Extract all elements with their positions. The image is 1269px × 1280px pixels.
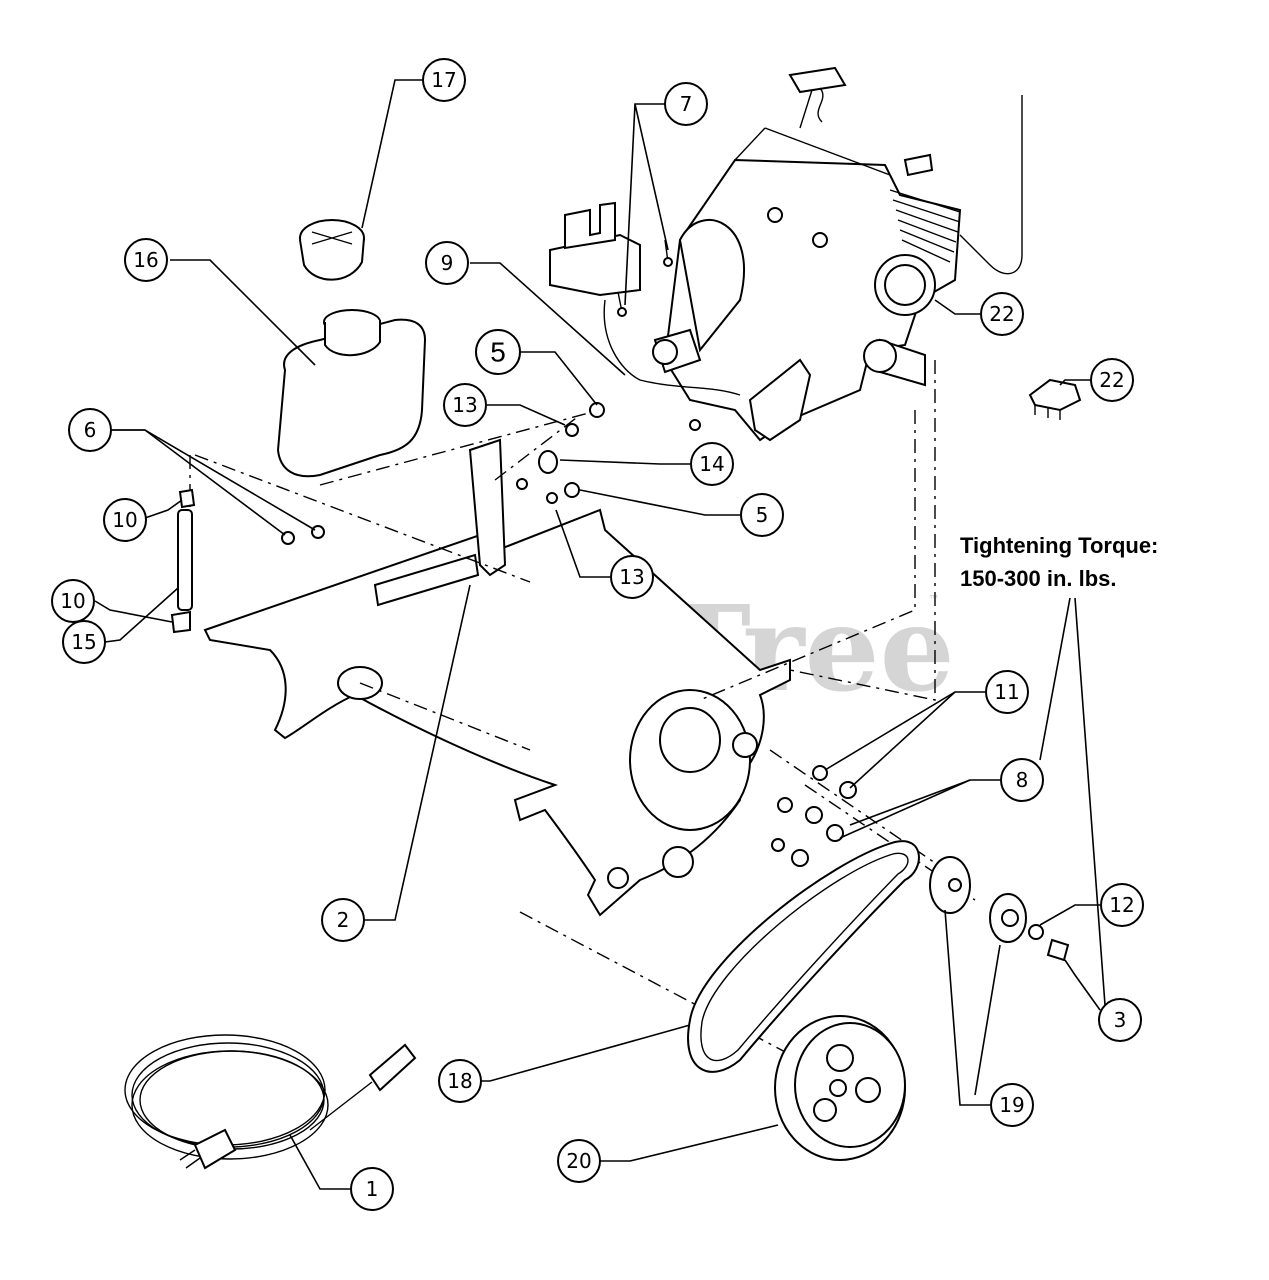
- callout-16[interactable]: 16: [124, 238, 168, 282]
- callout-label: 20: [566, 1149, 591, 1173]
- callout-3[interactable]: 3: [1098, 998, 1142, 1042]
- callout-10-top[interactable]: 10: [103, 498, 147, 542]
- callout-10-bottom[interactable]: 10: [51, 579, 95, 623]
- callout-label: 12: [1109, 893, 1134, 917]
- spark-plug-boot: [1028, 378, 1082, 420]
- engine-assembly: [549, 66, 1023, 442]
- callout-14[interactable]: 14: [690, 442, 734, 486]
- callout-5-bottom[interactable]: 5: [740, 493, 784, 537]
- extension-cord: [124, 1034, 417, 1170]
- callout-22-engine[interactable]: 22: [980, 292, 1024, 336]
- engine-pulley: [929, 856, 1070, 962]
- callout-label: 10: [112, 508, 137, 532]
- callout-label: 3: [1114, 1008, 1127, 1032]
- callout-label: 14: [699, 452, 724, 476]
- callout-label: 22: [989, 302, 1014, 326]
- callout-5-top[interactable]: 5: [475, 329, 521, 375]
- hardware: [281, 402, 857, 867]
- callout-19[interactable]: 19: [990, 1083, 1034, 1127]
- callout-8[interactable]: 8: [1000, 758, 1044, 802]
- callout-label: 8: [1016, 768, 1029, 792]
- fuel-cap: [299, 219, 365, 281]
- callout-7[interactable]: 7: [664, 82, 708, 126]
- fuel-tank: [276, 309, 427, 478]
- fuel-line: [170, 488, 196, 634]
- callout-label: 6: [84, 418, 97, 442]
- callout-label: 18: [447, 1069, 472, 1093]
- callout-label: 13: [619, 565, 644, 589]
- callout-label: 16: [133, 248, 158, 272]
- callout-label: 1: [366, 1177, 379, 1201]
- torque-note-value: 150-300 in. lbs.: [960, 566, 1117, 591]
- callout-18[interactable]: 18: [438, 1059, 482, 1103]
- callout-6[interactable]: 6: [68, 408, 112, 452]
- callout-label: 7: [680, 92, 693, 116]
- callout-1[interactable]: 1: [350, 1167, 394, 1211]
- callout-label: 15: [71, 630, 96, 654]
- callout-label: 17: [431, 68, 456, 92]
- callout-label: 10: [60, 589, 85, 613]
- callout-15[interactable]: 15: [62, 620, 106, 664]
- drive-belt: [687, 840, 920, 1073]
- callout-label: 5: [756, 503, 769, 527]
- frame-panel: [203, 438, 791, 917]
- callout-22-boot[interactable]: 22: [1090, 358, 1134, 402]
- callout-2[interactable]: 2: [321, 898, 365, 942]
- callout-label: 5: [490, 337, 506, 368]
- callout-label: 19: [999, 1093, 1024, 1117]
- callout-17[interactable]: 17: [422, 58, 466, 102]
- watermark-trademark: ™: [928, 593, 940, 607]
- callout-label: 2: [337, 908, 350, 932]
- callout-20[interactable]: 20: [557, 1139, 601, 1183]
- auger-pulley: [774, 1015, 906, 1161]
- callout-label: 13: [452, 393, 477, 417]
- callout-12[interactable]: 12: [1100, 883, 1144, 927]
- callout-11[interactable]: 11: [985, 670, 1029, 714]
- torque-note-title: Tightening Torque:: [960, 533, 1158, 558]
- callout-13-bottom[interactable]: 13: [610, 555, 654, 599]
- callout-13-top[interactable]: 13: [443, 383, 487, 427]
- callout-label: 11: [994, 680, 1019, 704]
- callout-label: 9: [441, 251, 454, 275]
- callout-9[interactable]: 9: [425, 241, 469, 285]
- callout-label: 22: [1099, 368, 1124, 392]
